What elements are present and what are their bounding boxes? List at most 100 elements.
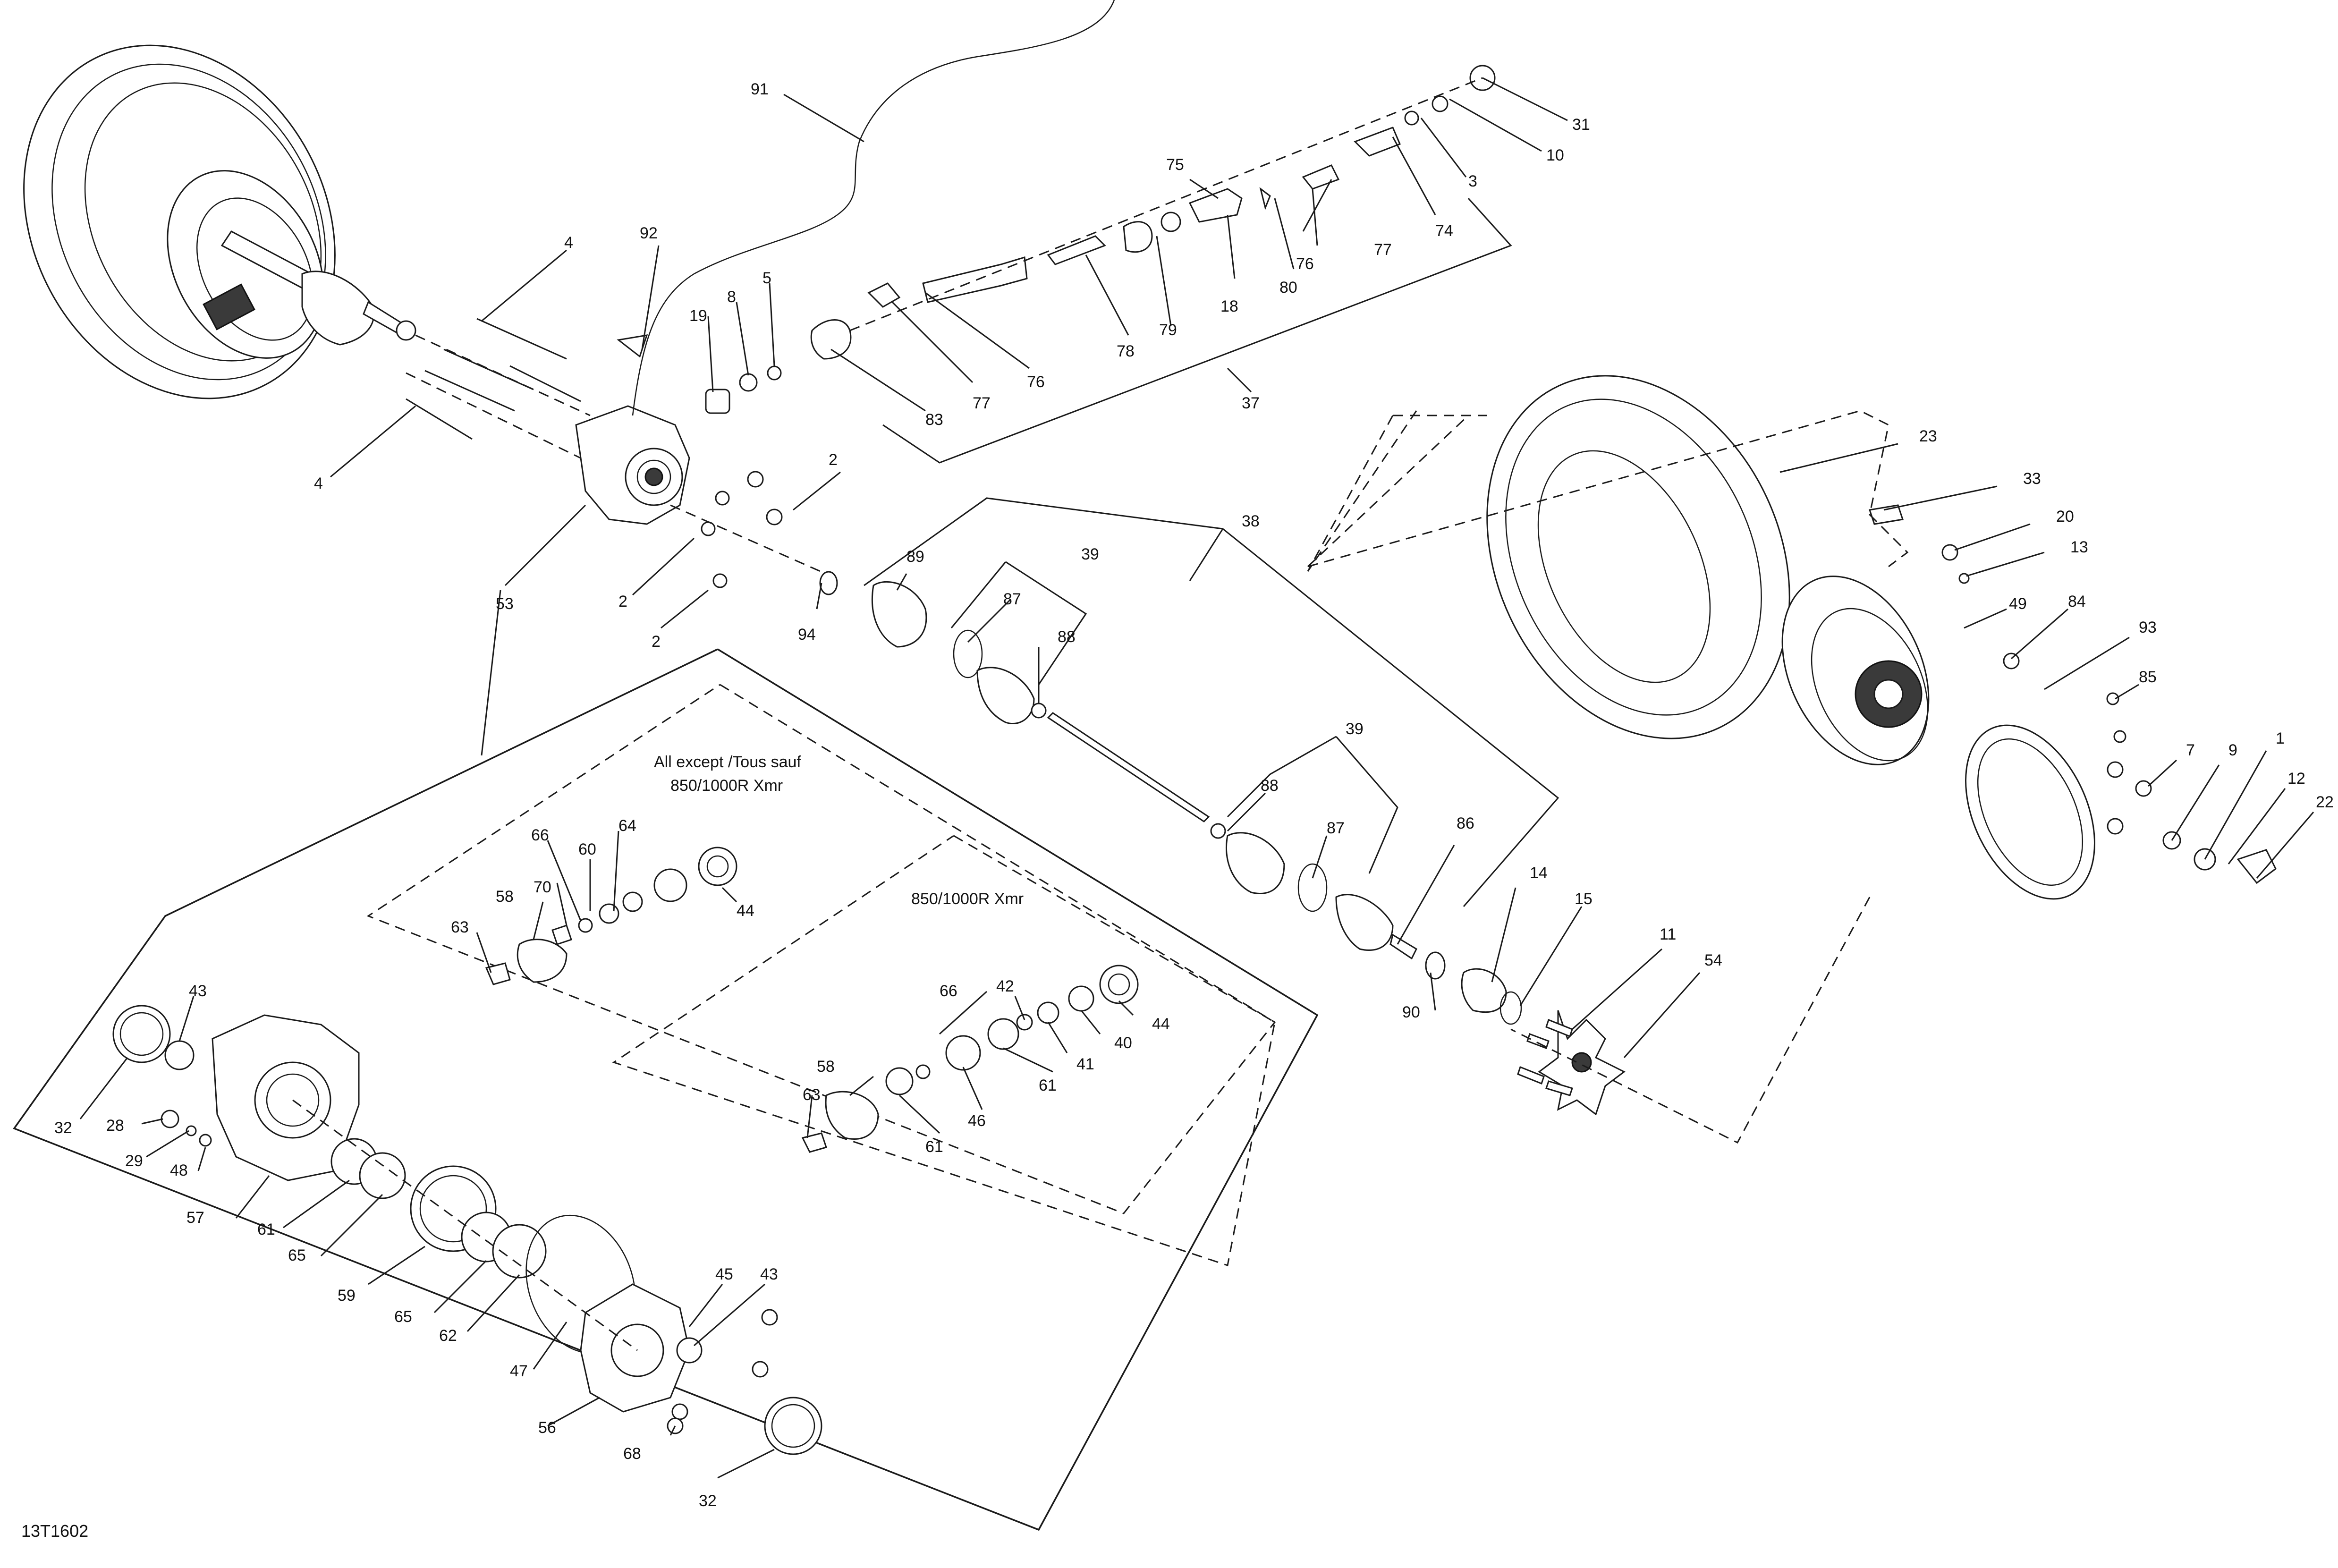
callout-4b: 4 <box>314 475 323 492</box>
callout-32b: 32 <box>699 1492 717 1510</box>
callout-53: 53 <box>496 595 514 613</box>
callout-40: 40 <box>1114 1034 1132 1052</box>
callout-38: 38 <box>1242 512 1260 530</box>
callout-63a: 63 <box>451 918 469 936</box>
callout-28: 28 <box>106 1117 124 1135</box>
callout-87b: 87 <box>1327 819 1345 837</box>
callout-33: 33 <box>2023 470 2041 488</box>
variant-all-parts <box>485 847 737 985</box>
callout-41: 41 <box>1076 1055 1094 1073</box>
callout-42: 42 <box>996 977 1014 995</box>
callout-39a: 39 <box>1081 545 1099 563</box>
callout-44b: 44 <box>1152 1015 1170 1033</box>
callout-60: 60 <box>578 840 596 858</box>
callout-13: 13 <box>2070 538 2088 556</box>
variant-xmr-parts <box>801 965 1139 1153</box>
callout-85: 85 <box>2139 668 2157 686</box>
callout-70: 70 <box>534 878 551 896</box>
callout-46: 46 <box>968 1112 986 1130</box>
callout-48: 48 <box>170 1161 188 1179</box>
callout-39b: 39 <box>1346 720 1364 738</box>
callout-2b: 2 <box>618 593 627 610</box>
callout-18: 18 <box>1220 297 1238 315</box>
variant-all-frame <box>366 684 1276 1214</box>
callout-12: 12 <box>2287 770 2305 788</box>
rear-housing <box>575 405 690 525</box>
variant-all-note-line1: All except /Tous sauf <box>654 753 801 771</box>
leader-lines <box>79 77 2314 1479</box>
callout-74: 74 <box>1435 222 1453 240</box>
callout-4a: 4 <box>564 234 573 252</box>
variant-all-note-line2: 850/1000R Xmr <box>670 777 783 795</box>
callout-61b: 61 <box>925 1138 943 1156</box>
callout-77a: 77 <box>1374 241 1392 259</box>
callout-77b: 77 <box>973 394 991 412</box>
callout-93: 93 <box>2139 619 2157 636</box>
callout-83: 83 <box>925 411 943 429</box>
callout-80: 80 <box>1279 279 1297 297</box>
callout-76b: 76 <box>1027 373 1045 391</box>
callout-61c: 61 <box>257 1220 275 1238</box>
callout-59: 59 <box>338 1287 356 1305</box>
callout-22: 22 <box>2316 793 2334 811</box>
right-wheel-small-parts <box>1869 504 2277 884</box>
callout-44a: 44 <box>737 902 754 920</box>
right-wheel-dashed-frame <box>1307 415 1871 1144</box>
callout-32a: 32 <box>54 1119 72 1137</box>
right-wheel-dash-box <box>1307 410 1909 572</box>
callout-61a: 61 <box>1039 1076 1057 1094</box>
callout-91: 91 <box>751 80 769 98</box>
callout-66a: 66 <box>531 826 549 844</box>
housing-small-parts <box>617 334 831 588</box>
differential-frame <box>13 648 1319 1531</box>
callout-3: 3 <box>1468 172 1477 190</box>
propeller-shaft <box>810 65 1496 360</box>
left-wheel-assembly <box>23 44 336 399</box>
callout-15: 15 <box>1575 890 1593 908</box>
callout-66b: 66 <box>940 982 957 1000</box>
callout-2c: 2 <box>652 633 661 651</box>
callout-8: 8 <box>727 288 736 306</box>
callout-94: 94 <box>798 626 816 644</box>
callout-57: 57 <box>186 1209 204 1227</box>
callout-78: 78 <box>1117 342 1135 360</box>
callout-20: 20 <box>2056 508 2074 525</box>
callout-58a: 58 <box>496 888 514 906</box>
callout-43a: 43 <box>189 982 207 1000</box>
callout-64: 64 <box>618 817 636 835</box>
callout-23: 23 <box>1919 427 1937 445</box>
callout-56: 56 <box>538 1419 556 1437</box>
callout-43b: 43 <box>760 1265 778 1283</box>
callout-68: 68 <box>623 1445 641 1463</box>
callout-65b: 65 <box>394 1308 412 1326</box>
callout-45: 45 <box>715 1265 733 1283</box>
callout-19: 19 <box>689 307 707 325</box>
callout-79: 79 <box>1159 321 1177 339</box>
variant-xmr-note: 850/1000R Xmr <box>911 890 1024 908</box>
callout-88a: 88 <box>1058 628 1076 646</box>
callout-7: 7 <box>2186 741 2195 759</box>
callout-75: 75 <box>1166 156 1184 174</box>
callout-62: 62 <box>439 1327 457 1345</box>
differential-parts <box>112 1005 822 1455</box>
callout-89: 89 <box>906 548 924 566</box>
figure-reference-code: 13T1602 <box>21 1521 88 1541</box>
callout-10: 10 <box>1546 146 1564 164</box>
long-bolts <box>406 318 591 464</box>
callout-87a: 87 <box>1003 590 1021 608</box>
right-wheel-assembly <box>1486 375 2095 900</box>
callout-14: 14 <box>1530 864 1548 882</box>
callout-76a: 76 <box>1296 255 1314 273</box>
callout-9: 9 <box>2228 741 2237 759</box>
callout-65a: 65 <box>288 1246 306 1264</box>
brake-line <box>632 0 1115 416</box>
callout-90: 90 <box>1402 1003 1420 1021</box>
callout-11: 11 <box>1660 925 1676 943</box>
callout-86: 86 <box>1457 814 1474 832</box>
callout-84: 84 <box>2068 593 2086 610</box>
callout-58b: 58 <box>817 1058 835 1076</box>
left-drive-shaft <box>220 230 416 346</box>
callout-54: 54 <box>1704 951 1722 969</box>
variant-xmr-frame <box>612 835 1276 1266</box>
